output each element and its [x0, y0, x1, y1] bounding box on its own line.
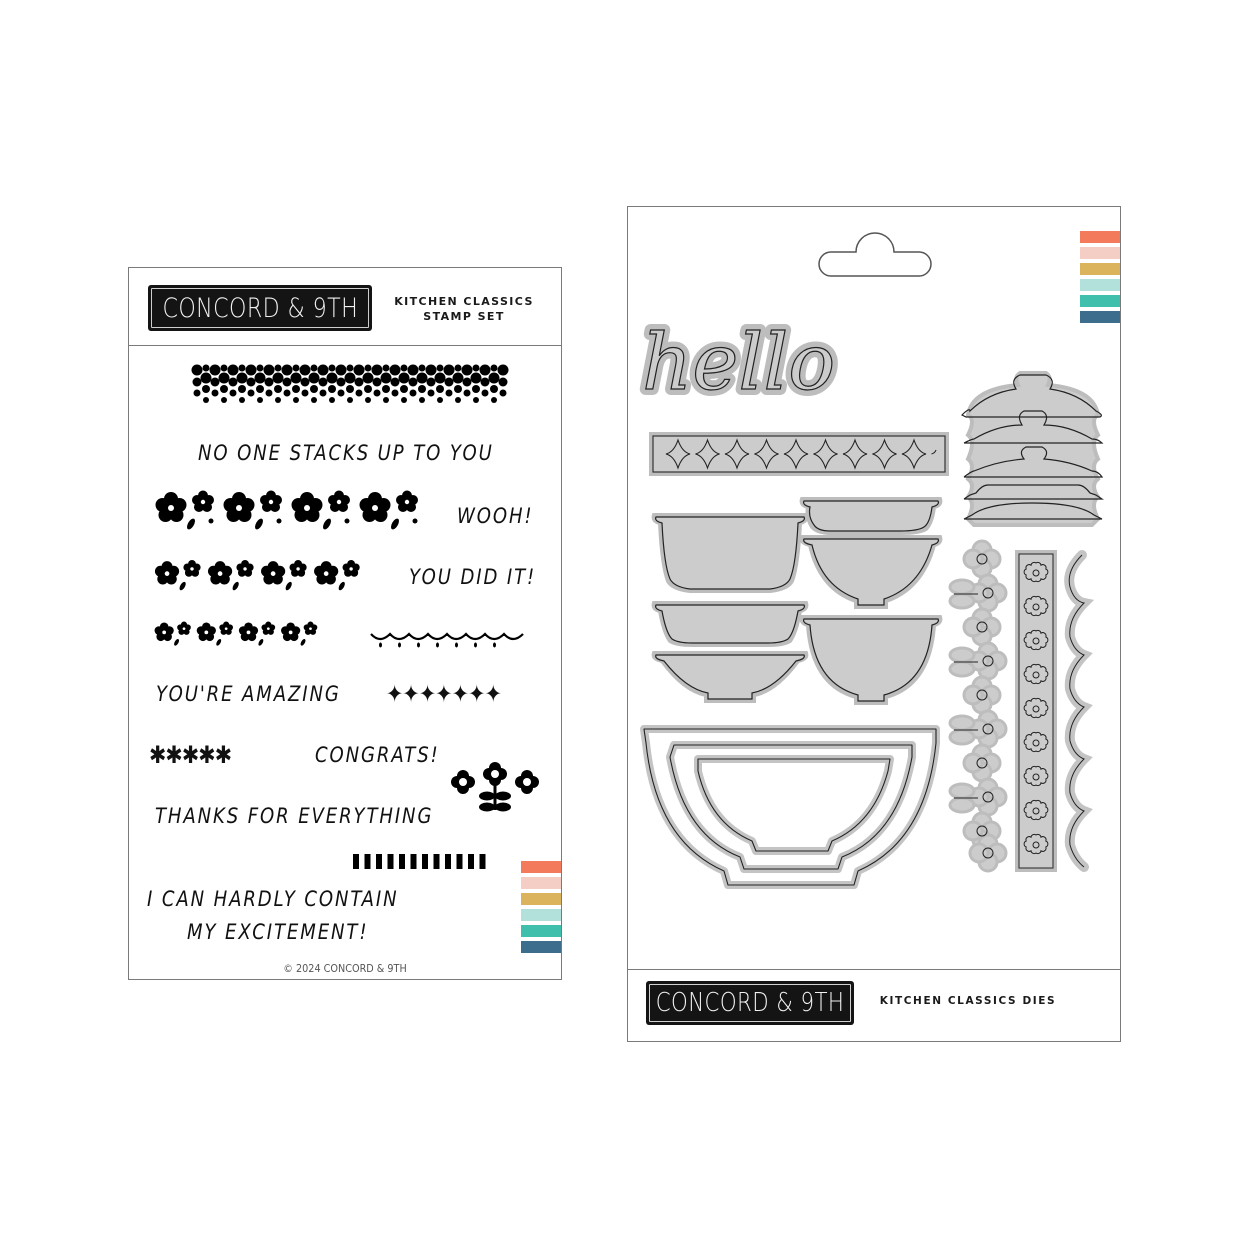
nested-bowl-die — [640, 725, 940, 889]
swatch-teal — [1080, 295, 1120, 307]
brand-logo-text: CONCORD & 9TH — [655, 988, 845, 1018]
swatch-mint — [521, 909, 561, 921]
dot-border-stamp — [191, 364, 509, 403]
stamp-set-package: CONCORD & 9TH KITCHEN CLASSICS STAMP SET… — [128, 267, 562, 980]
brand-logo-text: CONCORD & 9TH — [162, 292, 358, 324]
brand-logo: CONCORD & 9TH — [148, 285, 372, 331]
product-title-line2: STAMP SET — [423, 310, 505, 323]
color-swatches — [521, 861, 561, 957]
stamp-set-header: CONCORD & 9TH KITCHEN CLASSICS STAMP SET — [129, 268, 561, 346]
stamp-phrase-amazing: YOU'RE AMAZING — [156, 682, 341, 706]
diamond-border: ✦✦✦✦✦✦✦ — [386, 680, 502, 708]
product-title: KITCHEN CLASSICS DIES — [879, 995, 1057, 1007]
swatch-navy — [1080, 311, 1120, 323]
product-title: KITCHEN CLASSICS STAMP SET — [389, 294, 539, 324]
stamp-phrase-congrats: CONGRATS! — [315, 743, 440, 767]
swatch-mustard — [521, 893, 561, 905]
stamp-phrase-thanks: THANKS FOR EVERYTHING — [155, 804, 434, 828]
daisy-strip-die — [1015, 550, 1057, 872]
swatch-coral — [521, 861, 561, 873]
hang-hole-icon — [818, 232, 932, 277]
lid-stack-die — [960, 371, 1104, 527]
dies-footer: CONCORD & 9TH KITCHEN CLASSICS DIES — [628, 969, 1120, 1041]
flower-trio-stamp — [451, 762, 539, 812]
wave-border-die — [1064, 550, 1095, 872]
swatch-blush — [1080, 247, 1120, 259]
bowl-stack-die — [651, 497, 943, 705]
asterisk-border: ✱✱✱✱✱ — [149, 741, 232, 769]
stamp-phrase-did-it: YOU DID IT! — [409, 565, 537, 589]
flower-border-medium — [154, 559, 360, 591]
svg-text:hello: hello — [642, 318, 835, 408]
diamond-strip-die — [649, 432, 949, 476]
copyright-text: © 2024 CONCORD & 9TH — [283, 963, 407, 975]
dies-package: hello hello — [627, 206, 1121, 1042]
stamp-phrase-stacks: NO ONE STACKS UP TO YOU — [198, 441, 494, 465]
swatch-teal — [521, 925, 561, 937]
svg-text:hello: hello — [642, 318, 835, 408]
swatch-blush — [521, 877, 561, 889]
scallop-border — [370, 632, 524, 648]
swatch-coral — [1080, 231, 1120, 243]
flower-leaf-border-die — [948, 539, 1008, 873]
swatch-mustard — [1080, 263, 1120, 275]
swatch-mint — [1080, 279, 1120, 291]
color-swatches-dies — [1080, 231, 1120, 327]
swatch-navy — [521, 941, 561, 953]
stamp-phrase-wooh: WOOH! — [457, 504, 534, 528]
hello-word-die: hello hello — [636, 312, 841, 414]
stamp-phrase-contain-line2: MY EXCITEMENT! — [187, 920, 369, 944]
stamp-phrase-contain-line1: I CAN HARDLY CONTAIN — [147, 887, 399, 911]
flower-border-large — [155, 490, 418, 530]
flower-border-small — [154, 621, 318, 646]
product-title-line1: KITCHEN CLASSICS — [394, 295, 534, 308]
brand-logo: CONCORD & 9TH — [646, 981, 854, 1025]
bar-border — [353, 854, 486, 869]
